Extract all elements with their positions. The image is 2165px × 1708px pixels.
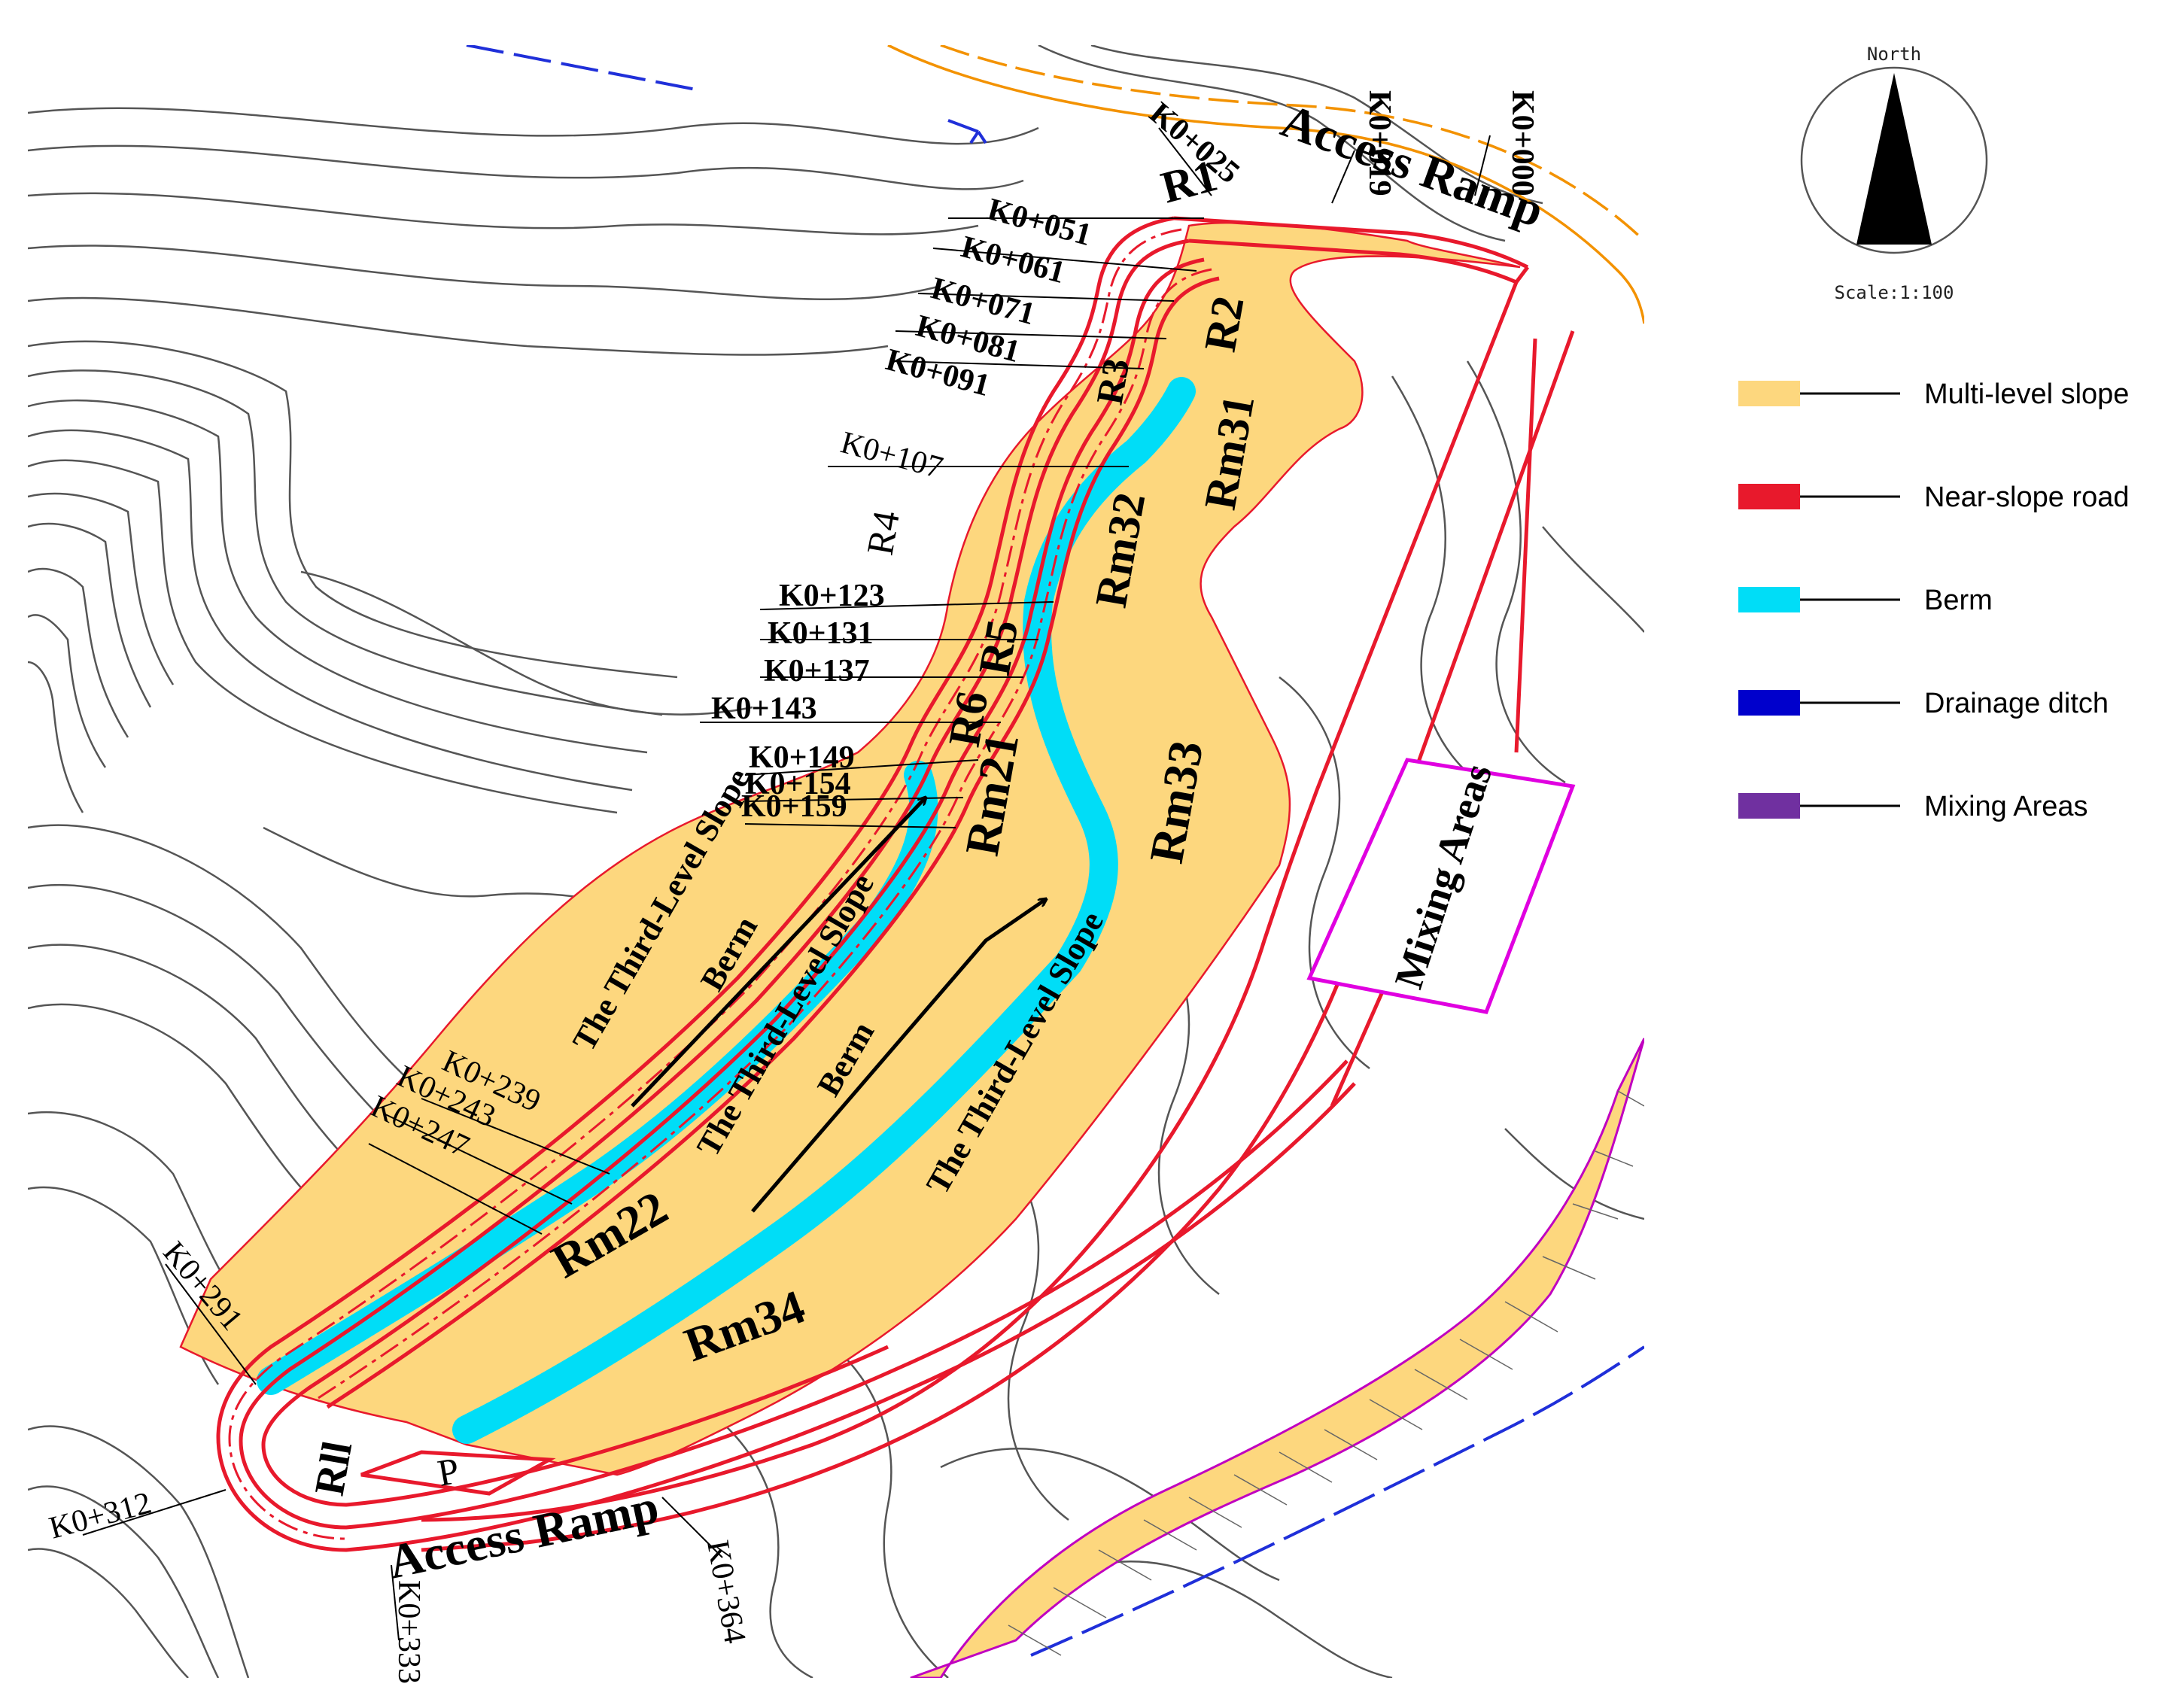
chainage-label: K0+154 <box>745 767 851 801</box>
legend-swatch <box>1738 587 1800 612</box>
legend-swatch <box>1738 690 1800 716</box>
highway-edge-lines <box>887 45 1644 324</box>
legend-swatch <box>1738 793 1800 819</box>
legend-item: Drainage ditch <box>1738 688 2109 719</box>
chainage-label: K0+143 <box>711 691 817 726</box>
legend-item: Mixing Areas <box>1738 791 2088 822</box>
direction-arrows <box>631 798 1046 1213</box>
legend-label: Near-slope road <box>1924 482 2129 513</box>
near-slope-roads <box>216 216 1575 1552</box>
slope-hatching <box>1008 1090 1644 1656</box>
north-compass: North Scale:1:100 <box>1800 44 1988 303</box>
chainage-label: K0+131 <box>768 616 874 651</box>
north-arrow-icon <box>1856 73 1932 245</box>
mixing-area-outline <box>1306 758 1576 1014</box>
chainage-label: K0+123 <box>779 579 885 613</box>
chainage-label: K0+159 <box>741 789 847 824</box>
slope-lower-right <box>910 1038 1644 1678</box>
chainage-label: K0+333 <box>391 1580 426 1684</box>
drainage-ditch-lines <box>466 45 1644 1657</box>
legend-label: Drainage ditch <box>1924 688 2109 719</box>
berm-inner <box>257 761 938 1395</box>
chainage-label: K0+019 <box>1362 90 1397 196</box>
legend-label: Mixing Areas <box>1924 791 2088 822</box>
chainage-label: K0+149 <box>749 740 855 775</box>
berm-strips <box>257 377 1196 1444</box>
multi-level-slope-areas <box>179 221 1644 1678</box>
legend-item: Berm <box>1738 585 1993 616</box>
legend-item: Multi-level slope <box>1738 378 2129 410</box>
chainage-label: K0+137 <box>764 654 870 688</box>
road-label-r4: R4 <box>859 508 908 558</box>
legend-swatch <box>1738 484 1800 509</box>
chainage-tick-lines <box>82 127 1491 1641</box>
legend-label: Multi-level slope <box>1924 378 2129 410</box>
road-label-r6: R6 <box>939 688 998 751</box>
mixing-area: Mixing Areas <box>1306 758 1576 1014</box>
road-label-rll: Rll <box>306 1438 361 1499</box>
contour-lines <box>28 45 1644 1678</box>
chainage-label: K0+364 <box>700 1538 752 1646</box>
legend-label: Berm <box>1924 585 1993 616</box>
compass-scale-label: Scale:1:100 <box>1835 282 1954 303</box>
compass-north-label: North <box>1867 44 1921 65</box>
legend-item: Near-slope road <box>1738 482 2129 513</box>
legend-swatch <box>1738 381 1800 406</box>
road-centerlines <box>228 228 1212 1540</box>
berm-outer <box>452 377 1196 1444</box>
road-label-r2: R2 <box>1195 293 1254 356</box>
chainage-label: K0+000 <box>1505 90 1540 196</box>
chainage-label: K0+107 <box>837 425 946 485</box>
slope-upper-right <box>179 221 1521 1476</box>
road-label-r5: R5 <box>969 616 1028 679</box>
road-label-r3: R3 <box>1088 355 1138 408</box>
